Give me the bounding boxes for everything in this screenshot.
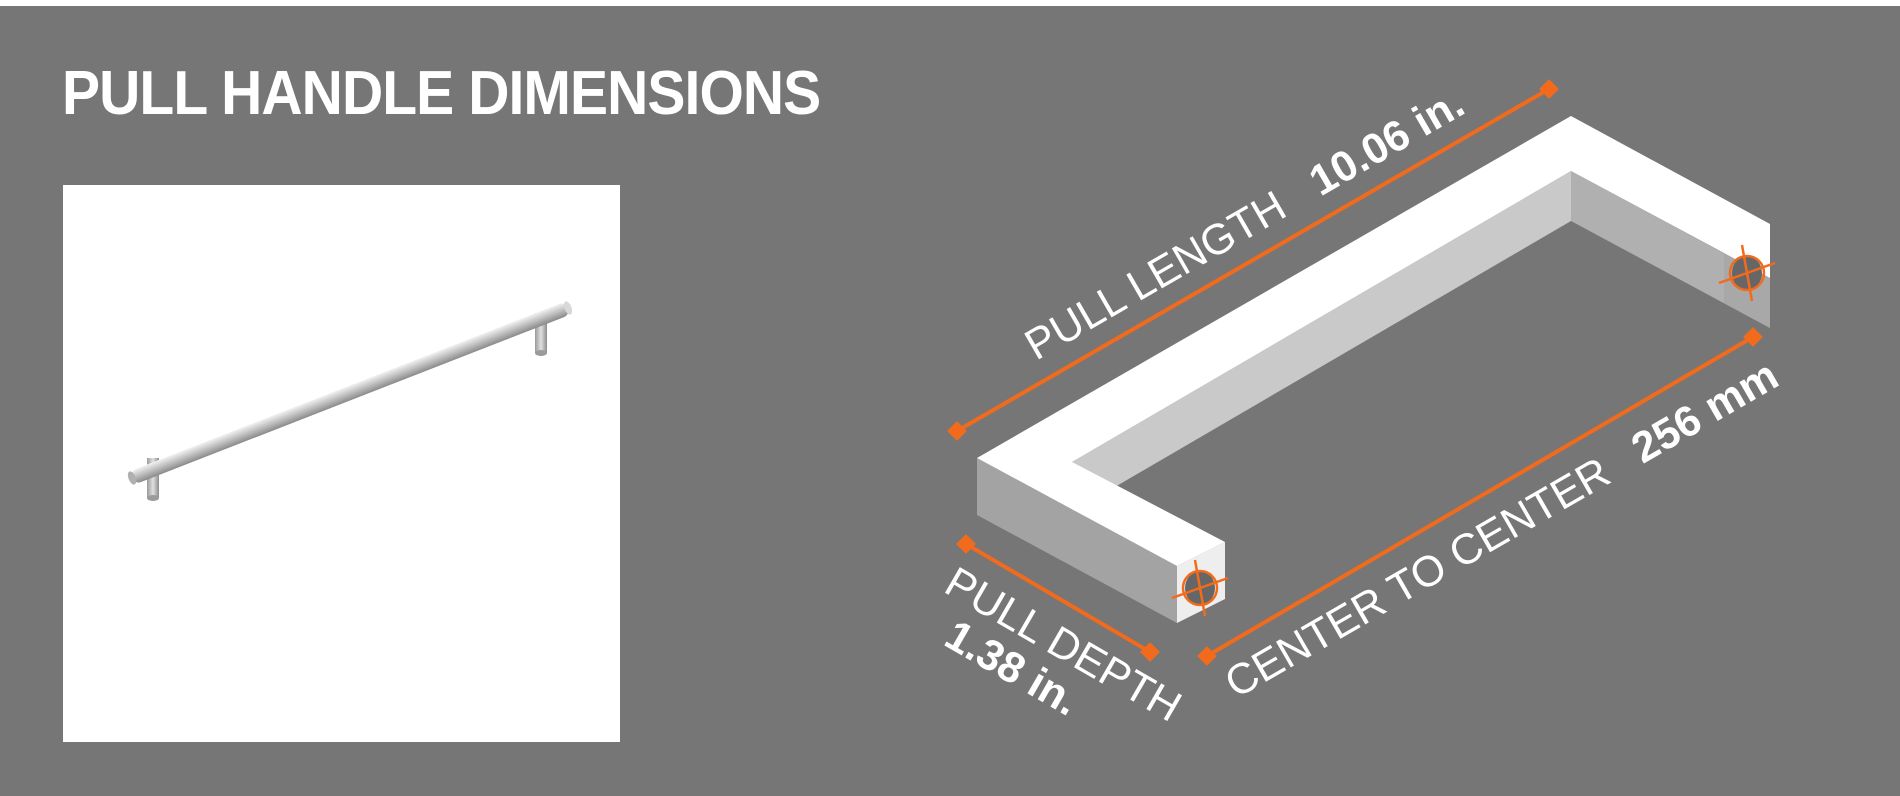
handle-left-arm-side [977, 458, 1177, 623]
dimension-endpoint-marker [1140, 642, 1160, 662]
crosshair-icon [1171, 559, 1229, 617]
dimension-endpoint-marker [947, 421, 967, 441]
center-to-center-label: CENTER TO CENTER [1217, 448, 1618, 707]
svg-text:CENTER TO CENTER 256 m: CENTER TO CENTER 256 mm [1217, 351, 1786, 707]
pull-length-value: 10.06 in. [1301, 79, 1472, 205]
crosshair-icon [1718, 244, 1776, 302]
dimension-endpoint-marker [1743, 327, 1763, 347]
dimension-endpoint-marker [1197, 646, 1217, 666]
product-photo [63, 185, 620, 742]
handle-inner-side [1072, 171, 1571, 512]
infographic-canvas: PULL HANDLE DIMENSIONS [0, 6, 1900, 796]
handle-top-face [977, 116, 1770, 566]
dimension-diagram: PULL LENGTH 10.06 in. CENTER TO CENTER 2… [937, 79, 1786, 731]
dimension-endpoint-marker [956, 534, 976, 554]
center-to-center-value: 256 mm [1624, 351, 1787, 473]
dimension-endpoint-marker [1539, 79, 1559, 99]
handle-right-arm-side [1571, 171, 1770, 328]
page-title: PULL HANDLE DIMENSIONS [62, 59, 821, 128]
handle-bar [127, 301, 573, 485]
bar-pull-image [127, 301, 573, 501]
